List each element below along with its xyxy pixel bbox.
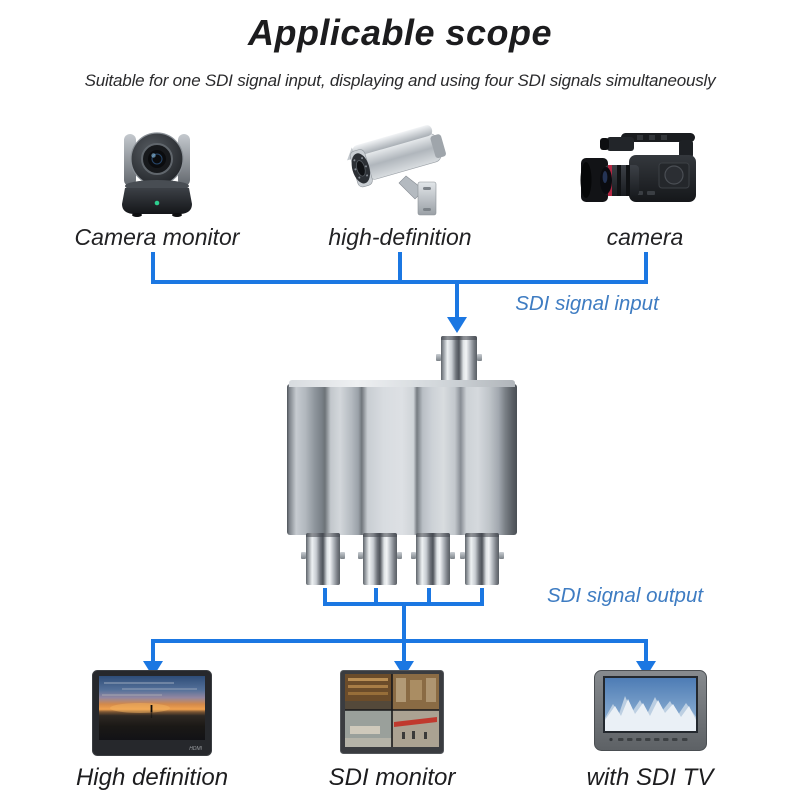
source-figure-high-definition: high-definition	[300, 118, 500, 251]
bnc-lug	[477, 354, 482, 361]
hdmi-bezel-badge: HDMI	[189, 746, 202, 752]
bnc-lug	[340, 551, 345, 559]
bnc-lug	[301, 551, 306, 559]
bnc-lug	[358, 551, 363, 559]
bnc-connector-input	[436, 336, 482, 386]
bnc-lug	[460, 551, 465, 559]
input-bracket	[151, 252, 648, 284]
input-flow-label: SDI signal input	[515, 292, 659, 315]
bnc-connector-output-3	[411, 533, 455, 585]
camcorder-icon	[545, 118, 745, 222]
output-flow-label: SDI signal output	[546, 584, 704, 607]
ptz-camera-icon	[57, 118, 257, 222]
source-label: high-definition	[328, 224, 472, 250]
output-arrowhead-right	[636, 661, 656, 677]
bnc-lug	[411, 551, 416, 559]
source-figure-camera-monitor: Camera monitor	[57, 118, 257, 251]
sink-label: with SDI TV	[586, 764, 714, 791]
bnc-lug	[499, 551, 504, 559]
output-spine	[151, 639, 648, 663]
subtitle: Suitable for one SDI signal input, displ…	[84, 71, 716, 90]
source-label: Camera monitor	[74, 224, 240, 250]
sdi-splitter-body	[287, 380, 517, 535]
sdi-monitor-icon	[292, 670, 492, 760]
input-arrowhead	[447, 317, 467, 333]
output-arrowhead-center	[394, 661, 414, 677]
bnc-lug	[450, 551, 455, 559]
source-label: camera	[606, 224, 684, 250]
bnc-connector-output-4	[460, 533, 504, 585]
bnc-connector-output-1	[301, 533, 345, 585]
bnc-lug	[397, 551, 402, 559]
output-arrowhead-left	[143, 661, 163, 677]
hdmi-monitor-icon: HDMI	[52, 670, 252, 760]
sink-figure-with-sdi-tv: with SDI TV	[550, 670, 750, 792]
page-title: Applicable scope	[247, 12, 553, 53]
sink-label: High definition	[75, 764, 229, 791]
bnc-lug	[436, 354, 441, 361]
bullet-camera-icon	[300, 118, 500, 222]
output-bracket	[323, 588, 484, 662]
sink-figure-high-definition: HDMI High definition	[52, 670, 252, 792]
sink-label: SDI monitor	[328, 764, 456, 791]
sdi-tv-monitor-icon	[550, 670, 750, 760]
sink-figure-sdi-monitor: SDI monitor	[292, 670, 492, 792]
bnc-connector-output-2	[358, 533, 402, 585]
source-figure-camera: camera	[545, 118, 745, 251]
